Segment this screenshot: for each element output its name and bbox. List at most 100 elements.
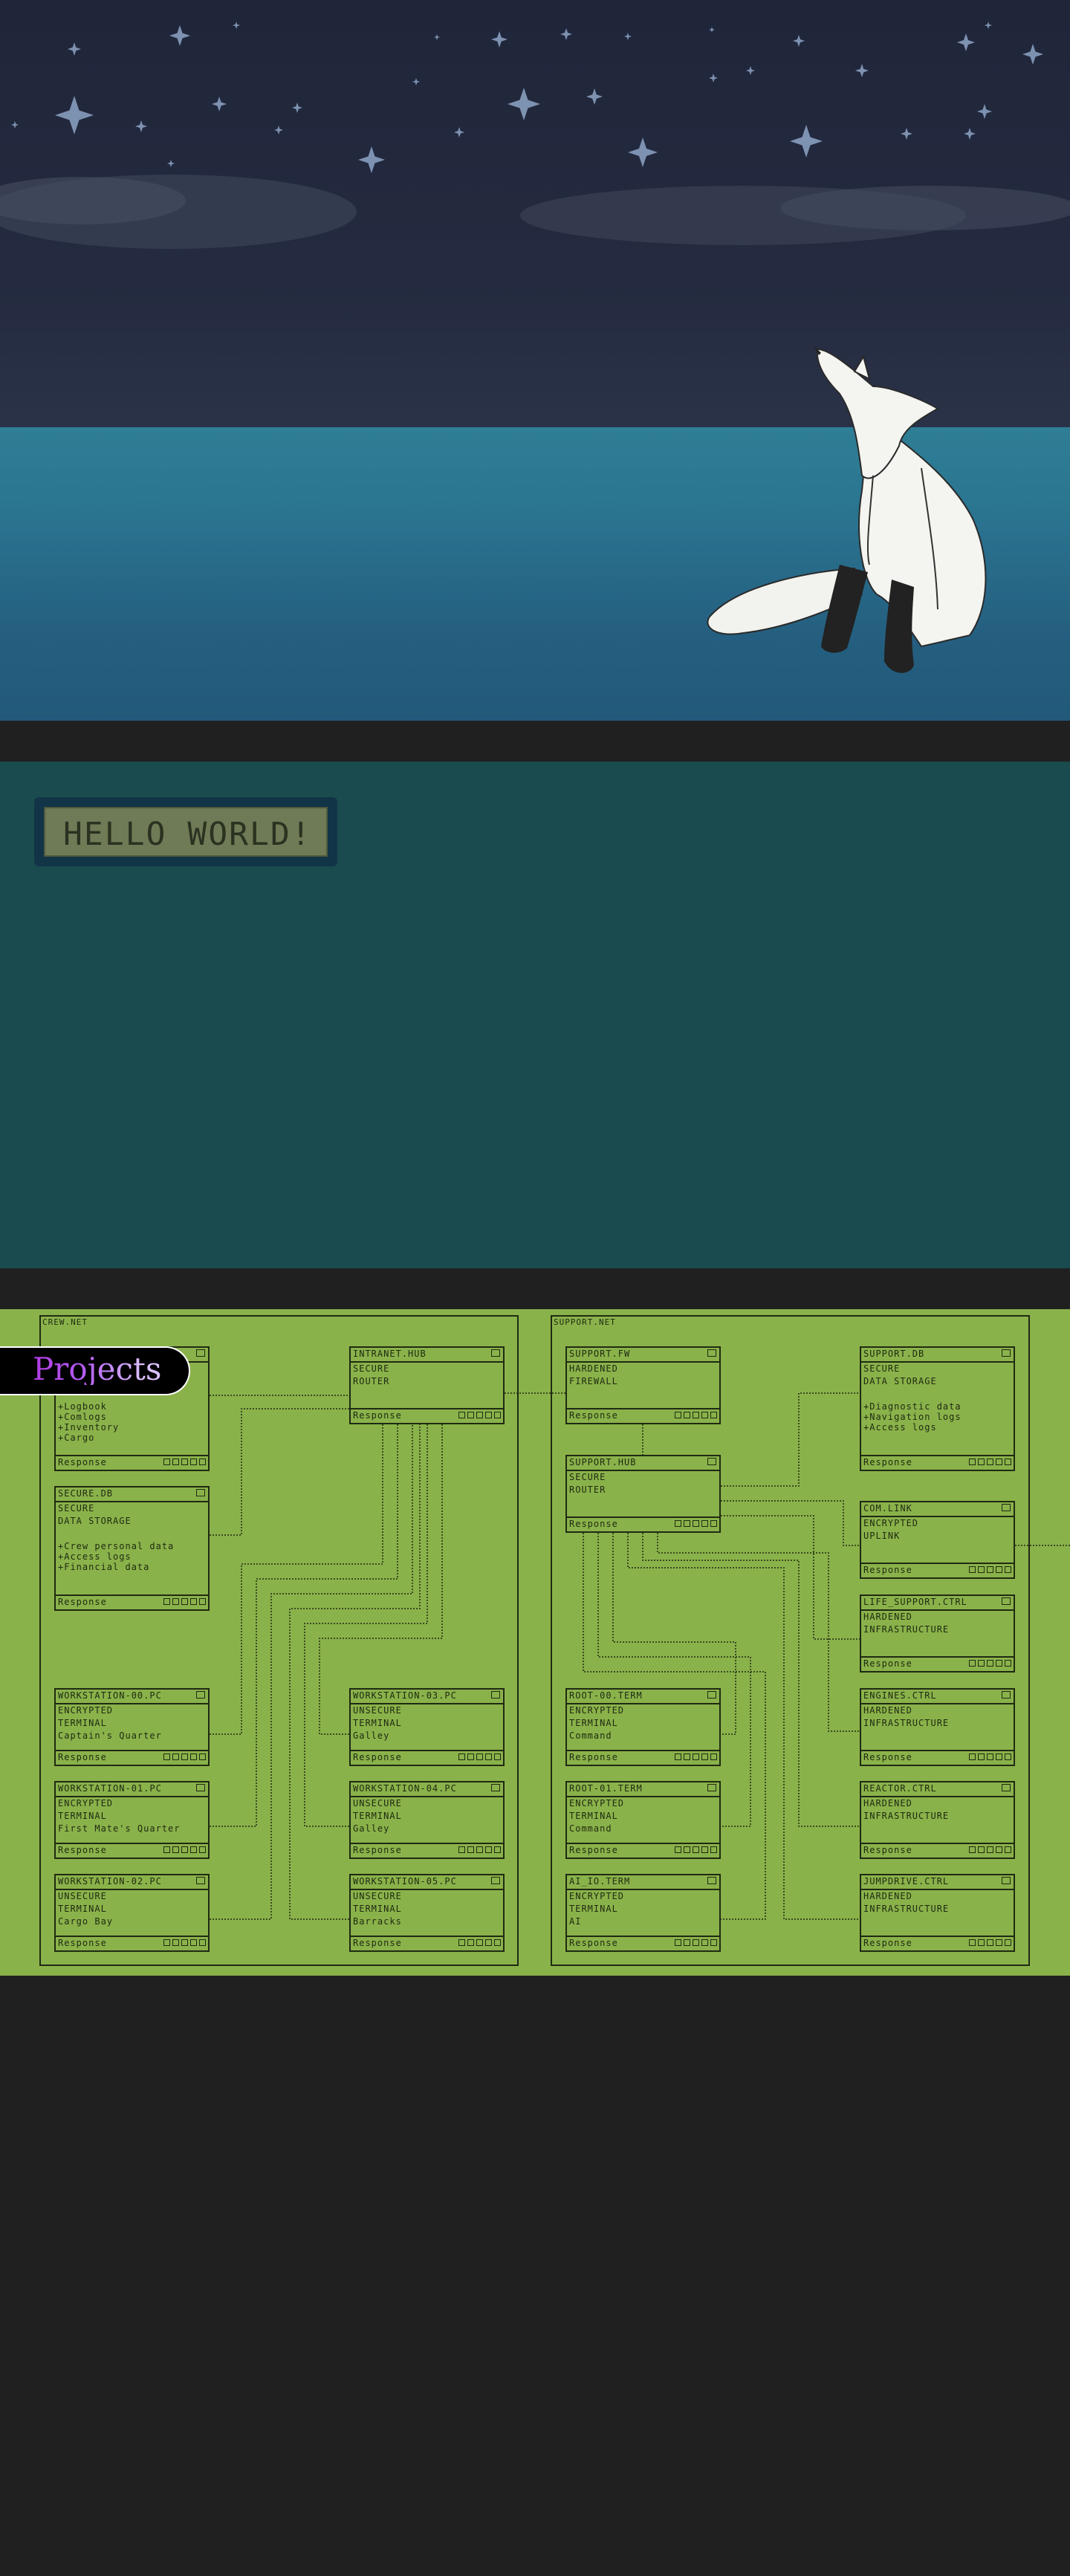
star: [169, 25, 190, 46]
node-response-label: Response: [353, 1752, 402, 1762]
star: [167, 160, 175, 167]
node-response-label: Response: [58, 1457, 107, 1467]
node-security: HARDENED: [863, 1612, 912, 1622]
node-response-label: Response: [353, 1410, 402, 1421]
node-item: +Diagnostic data: [863, 1401, 962, 1412]
star: [135, 120, 147, 132]
node-response-label: Response: [569, 1845, 618, 1855]
node-type: TERMINAL: [569, 1811, 618, 1821]
node-header: SUPPORT.HUB: [567, 1456, 719, 1471]
node-type: TERMINAL: [58, 1811, 107, 1821]
pc-icon: [196, 1691, 205, 1699]
node-response-label: Response: [58, 1597, 107, 1607]
pc-icon: [196, 1877, 205, 1884]
net-crew: [39, 1315, 519, 1966]
ctrl-icon: [1002, 1691, 1011, 1699]
pc-icon: [491, 1691, 500, 1699]
connection-line: [612, 1533, 736, 1735]
star: [709, 27, 715, 33]
node-item: +Financial data: [58, 1562, 150, 1572]
node-item: +Logbook: [58, 1401, 107, 1412]
node-type: INFRASTRUCTURE: [863, 1718, 950, 1728]
network-node[interactable]: SUPPORT.DB SECURE DATA STORAGE +Diagnostic …: [860, 1346, 1015, 1471]
node-header: WORKSTATION-05.PC: [351, 1875, 503, 1890]
node-header: ROOT-01.TERM: [567, 1782, 719, 1797]
node-location: First Mate's Quarter: [58, 1823, 181, 1834]
star: [274, 126, 283, 134]
node-title: WORKSTATION-03.PC: [353, 1690, 457, 1701]
node-response-label: Response: [58, 1752, 107, 1762]
connection-line: [319, 1424, 443, 1735]
response-indicators: [969, 1459, 1011, 1465]
node-header: ENGINES.CTRL: [861, 1690, 1014, 1704]
node-security: ENCRYPTED: [58, 1705, 114, 1716]
node-type: ROUTER: [353, 1376, 390, 1386]
node-title: JUMPDRIVE.CTRL: [863, 1876, 950, 1886]
pc-icon: [491, 1877, 500, 1884]
connection-line: [304, 1424, 428, 1827]
node-response-label: Response: [863, 1457, 912, 1467]
node-title: SUPPORT.DB: [863, 1349, 925, 1359]
node-location: Command: [569, 1823, 612, 1834]
connection-line: [627, 1533, 860, 1920]
node-security: SECURE: [353, 1363, 390, 1374]
node-item: +Navigation logs: [863, 1412, 962, 1422]
firewall-icon: [707, 1349, 716, 1357]
node-header: WORKSTATION-01.PC: [56, 1782, 208, 1797]
node-security: UNSECURE: [58, 1891, 107, 1901]
node-response-bar: Response: [351, 1408, 503, 1423]
node-security: ENCRYPTED: [863, 1518, 919, 1528]
ctrl-icon: [1002, 1784, 1011, 1791]
node-response-bar: Response: [567, 1516, 719, 1531]
starry-sky-illustration: [0, 22, 1070, 249]
node-response-label: Response: [863, 1845, 912, 1855]
node-type: DATA STORAGE: [863, 1376, 937, 1386]
star: [957, 33, 975, 51]
node-security: ENCRYPTED: [569, 1798, 625, 1808]
node-response-label: Response: [569, 1519, 618, 1529]
projects-tab[interactable]: Projects: [0, 1346, 190, 1395]
node-security: SECURE: [863, 1363, 901, 1374]
pc-icon: [196, 1784, 205, 1791]
node-item: +Access logs: [58, 1551, 132, 1562]
response-indicators: [969, 1846, 1011, 1853]
node-item: +Comlogs: [58, 1412, 107, 1422]
node-header: WORKSTATION-00.PC: [56, 1690, 208, 1704]
node-response-label: Response: [353, 1938, 402, 1948]
node-response-label: Response: [863, 1752, 912, 1762]
node-response-bar: Response: [351, 1936, 503, 1950]
node-security: HARDENED: [863, 1891, 912, 1901]
node-location: Galley: [353, 1823, 390, 1834]
node-type: TERMINAL: [353, 1904, 402, 1914]
node-type: TERMINAL: [353, 1718, 402, 1728]
connection-line: [289, 1424, 421, 1920]
node-response-label: Response: [863, 1565, 912, 1575]
node-title: WORKSTATION-00.PC: [58, 1690, 162, 1701]
node-type: INFRASTRUCTURE: [863, 1904, 950, 1914]
terminal-icon: [707, 1691, 716, 1699]
node-security: ENCRYPTED: [569, 1891, 625, 1901]
db-icon: [1002, 1349, 1011, 1357]
node-type: INFRASTRUCTURE: [863, 1624, 950, 1635]
connection-line: [210, 1424, 413, 1920]
node-title: SECURE.DB: [58, 1488, 114, 1499]
star: [624, 33, 632, 40]
